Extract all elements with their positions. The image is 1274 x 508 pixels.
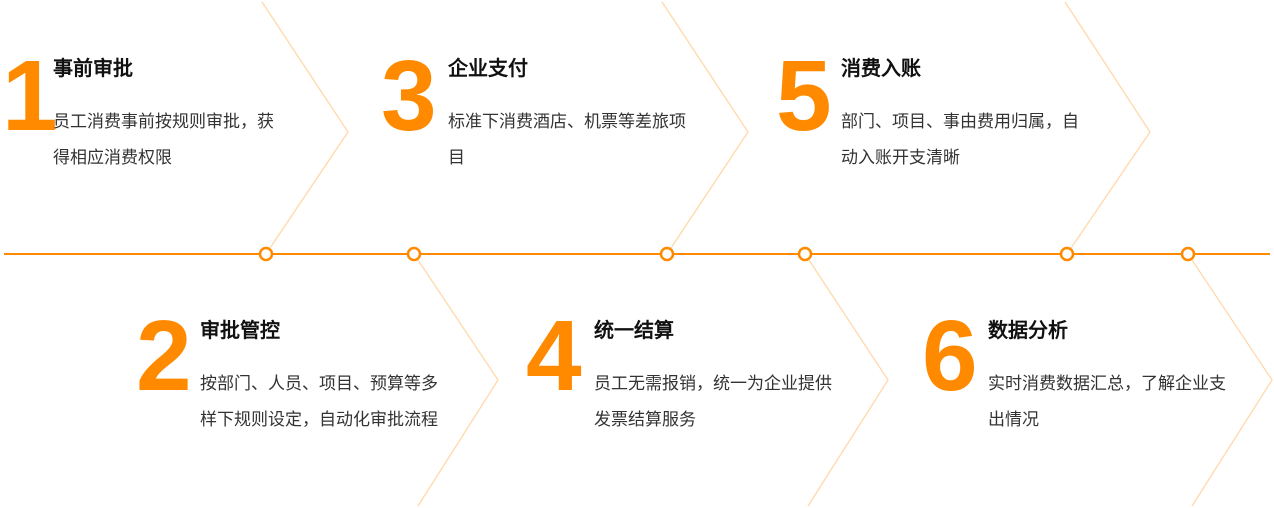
step-description: 员工无需报销，统一为企业提供发票结算服务 — [594, 374, 832, 430]
timeline-node-4 — [797, 246, 813, 262]
step-title: 审批管控 — [200, 318, 280, 342]
step-description: 实时消费数据汇总，了解企业支出情况 — [988, 374, 1226, 430]
chevron-step-1 — [261, 1, 349, 255]
step-description: 部门、项目、事由费用归属，自动入账开支清晰 — [841, 112, 1079, 168]
step-number: 6 — [922, 300, 978, 412]
step-description: 按部门、人员、项目、预算等多样下规则设定，自动化审批流程 — [200, 374, 438, 430]
step-title: 消费入账 — [841, 56, 921, 80]
chevron-step-5 — [1064, 1, 1151, 255]
step-number: 2 — [136, 300, 192, 412]
step-title: 统一结算 — [594, 318, 674, 342]
timeline-node-5 — [1059, 246, 1075, 262]
step-number: 3 — [381, 40, 437, 152]
chevron-step-4 — [804, 253, 889, 507]
step-number: 1 — [2, 40, 58, 152]
timeline-node-2 — [406, 246, 422, 262]
chevron-step-3 — [661, 1, 749, 255]
chevron-step-2 — [413, 253, 499, 507]
step-number: 5 — [776, 40, 832, 152]
step-title: 数据分析 — [988, 318, 1068, 342]
step-description: 员工消费事前按规则审批，获得相应消费权限 — [53, 112, 274, 168]
timeline-node-3 — [659, 246, 675, 262]
chevron-step-6 — [1187, 253, 1273, 507]
step-title: 事前审批 — [53, 56, 133, 80]
step-number: 4 — [526, 300, 582, 412]
timeline-node-6 — [1180, 246, 1196, 262]
step-title: 企业支付 — [448, 56, 528, 80]
step-description: 标准下消费酒店、机票等差旅项目 — [448, 112, 686, 168]
timeline-node-1 — [258, 246, 274, 262]
